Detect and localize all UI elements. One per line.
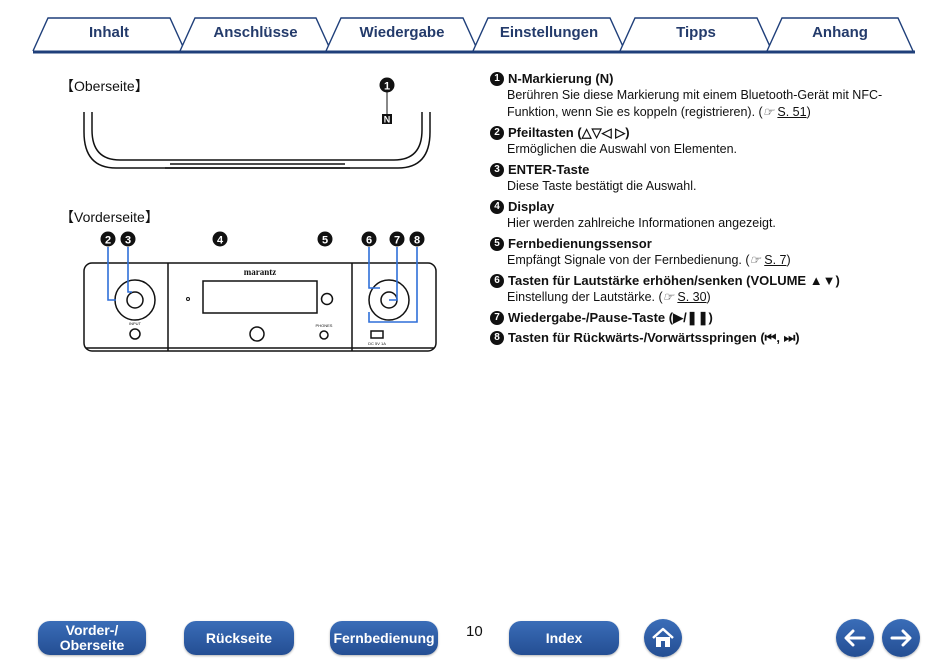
page-ref-link[interactable]: S. 51 (777, 105, 807, 119)
tab-anschluesse[interactable]: Anschlüsse (213, 24, 298, 41)
item-title: Wiedergabe-/Pause-Taste (▶/❚❚) (508, 310, 713, 325)
page-ref-link[interactable]: S. 30 (677, 290, 707, 304)
item-title: Fernbedienungssensor (508, 236, 652, 251)
callout-1: 1 (384, 81, 390, 93)
item-title: ENTER-Taste (508, 162, 590, 177)
item-body: Empfängt Signale von der Fernbedienung. (507, 253, 742, 267)
item-body: Diese Taste bestätigt die Auswahl. (507, 179, 697, 193)
top-tab-bar: Inhalt Anschlüsse Wiedergabe Einstellung… (0, 0, 950, 56)
item-title: Display (508, 199, 555, 214)
page-ref-link[interactable]: S. 7 (764, 253, 787, 267)
item-body: Hier werden zahlreiche Informationen ang… (507, 216, 776, 230)
callout-6: 6 (366, 235, 372, 247)
home-button[interactable] (644, 619, 682, 657)
tab-outline (32, 17, 915, 54)
top-view-illustration: 1 N (83, 77, 431, 169)
top-view-label: 【Oberseite】 (60, 78, 149, 94)
item-title: Tasten für Rückwärts-/Vorwärtsspringen (… (508, 330, 800, 345)
page-number: 10 (466, 623, 483, 640)
tab-tipps[interactable]: Tipps (676, 24, 716, 41)
svg-text:DC 5V 1A: DC 5V 1A (368, 341, 386, 346)
next-page-button[interactable] (882, 619, 920, 657)
index-button[interactable]: Index (509, 621, 619, 655)
callout-4: 4 (217, 235, 224, 247)
svg-text:PHONES: PHONES (316, 323, 333, 328)
back-panel-button[interactable]: Rückseite (184, 621, 294, 655)
brand-logo: marantz (244, 267, 277, 277)
item-body: Berühren Sie diese Markierung mit einem … (507, 88, 883, 119)
remote-control-button[interactable]: Fernbedienung (330, 621, 438, 655)
tab-anhang[interactable]: Anhang (812, 24, 868, 41)
item-title: N-Markierung (N) (508, 71, 614, 86)
callout-5: 5 (322, 235, 328, 247)
home-icon (652, 627, 674, 647)
front-view-label: 【Vorderseite】 (60, 209, 159, 225)
item-body: Einstellung der Lautstärke. (507, 290, 656, 304)
front-view-illustration: 2 3 4 5 6 7 8 marantz INPUT PHONES DC 5V… (83, 231, 437, 352)
svg-text:N: N (384, 115, 391, 125)
tab-wiedergabe[interactable]: Wiedergabe (359, 24, 445, 41)
arrow-left-icon (844, 629, 866, 647)
callout-1-marker (379, 77, 395, 93)
arrow-right-icon (890, 629, 912, 647)
item-body: Ermöglichen die Auswahl von Elementen. (507, 142, 737, 156)
callout-2: 2 (105, 235, 111, 247)
callout-7: 7 (394, 235, 400, 247)
nfc-mark-icon (382, 114, 392, 124)
item-title: Pfeiltasten (△▽◁ ▷) (508, 125, 630, 140)
callout-3: 3 (125, 235, 131, 247)
item-title: Tasten für Lautstärke erhöhen/senken (VO… (508, 273, 840, 288)
tab-einstellungen[interactable]: Einstellungen (499, 24, 599, 41)
callout-8: 8 (414, 235, 420, 247)
previous-page-button[interactable] (836, 619, 874, 657)
front-top-view-button[interactable]: Vorder-/ Oberseite (38, 621, 146, 655)
tab-inhalt[interactable]: Inhalt (89, 24, 129, 41)
svg-text:INPUT: INPUT (129, 321, 142, 326)
